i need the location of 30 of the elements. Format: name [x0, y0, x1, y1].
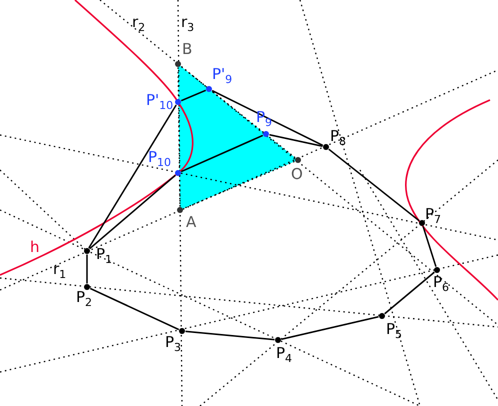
line-label: r$_{1}$ — [53, 262, 66, 280]
line-segment — [86, 254, 88, 284]
line-segment — [89, 174, 176, 250]
point-label: P$_{5}$ — [386, 322, 402, 340]
line-label: r$_{3}$ — [181, 15, 194, 33]
point-label: P'$_{10}$ — [146, 93, 174, 111]
line-segment — [88, 104, 177, 248]
line-segment — [180, 90, 206, 102]
point-label: P$_{7}$ — [425, 207, 442, 225]
line-segment — [281, 316, 379, 340]
point-label: B — [182, 42, 192, 57]
curve-label: h — [30, 240, 40, 255]
point-label: A — [186, 215, 196, 230]
line-segment — [269, 134, 323, 147]
point-label: P$_{10}$ — [148, 150, 172, 168]
line-label: r$_{2}$ — [132, 15, 146, 33]
line-segment — [328, 148, 420, 222]
line-segment — [185, 330, 275, 340]
point-label: P$_{6}$ — [433, 275, 450, 293]
point-label: P'$_{9}$ — [212, 67, 232, 85]
point-label: P$_{3}$ — [165, 335, 182, 353]
point-label: O — [291, 167, 303, 182]
line-segment — [384, 272, 435, 314]
line-segment — [212, 90, 324, 146]
point-label: P$_{4}$ — [276, 346, 292, 364]
line-segment — [180, 134, 264, 172]
point-label: P$_{2}$ — [76, 290, 92, 308]
point-label: P$_{1}$ — [96, 247, 112, 265]
line-segment — [90, 288, 180, 330]
line-segment — [422, 226, 437, 267]
